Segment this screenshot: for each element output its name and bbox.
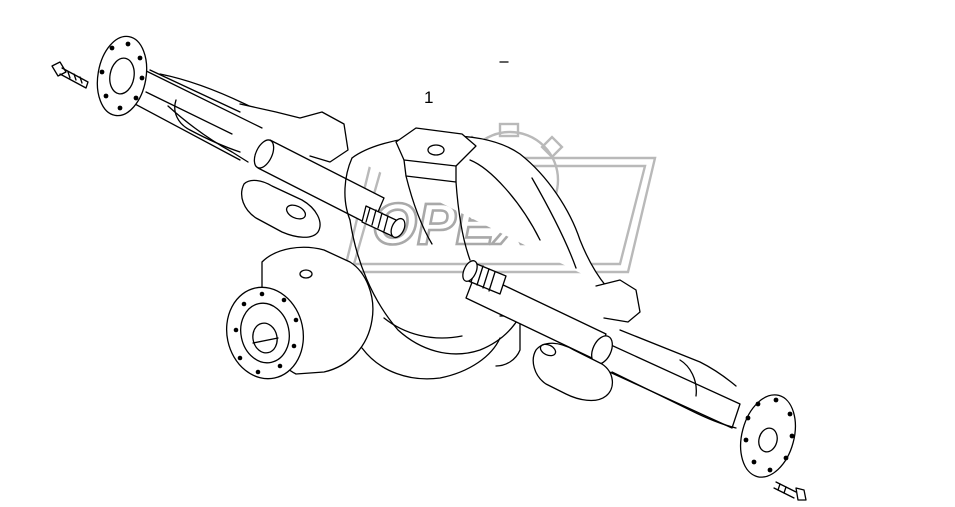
watermark-frame [342, 156, 657, 274]
differential-housing [344, 127, 607, 380]
right-splined-shaft-end [462, 260, 507, 295]
left-wheel-bolt [51, 61, 89, 89]
pinion-input-flange [225, 246, 374, 380]
right-spring-seat [532, 279, 641, 402]
right-wheel-bolt [773, 481, 807, 501]
part-callout-number: 1 [424, 88, 434, 107]
right-hub-flange [739, 394, 797, 478]
left-splined-shaft-end [361, 205, 406, 239]
left-hub-flange [96, 35, 148, 117]
left-spring-seat [239, 103, 349, 238]
right-axle-shaft [465, 271, 741, 429]
